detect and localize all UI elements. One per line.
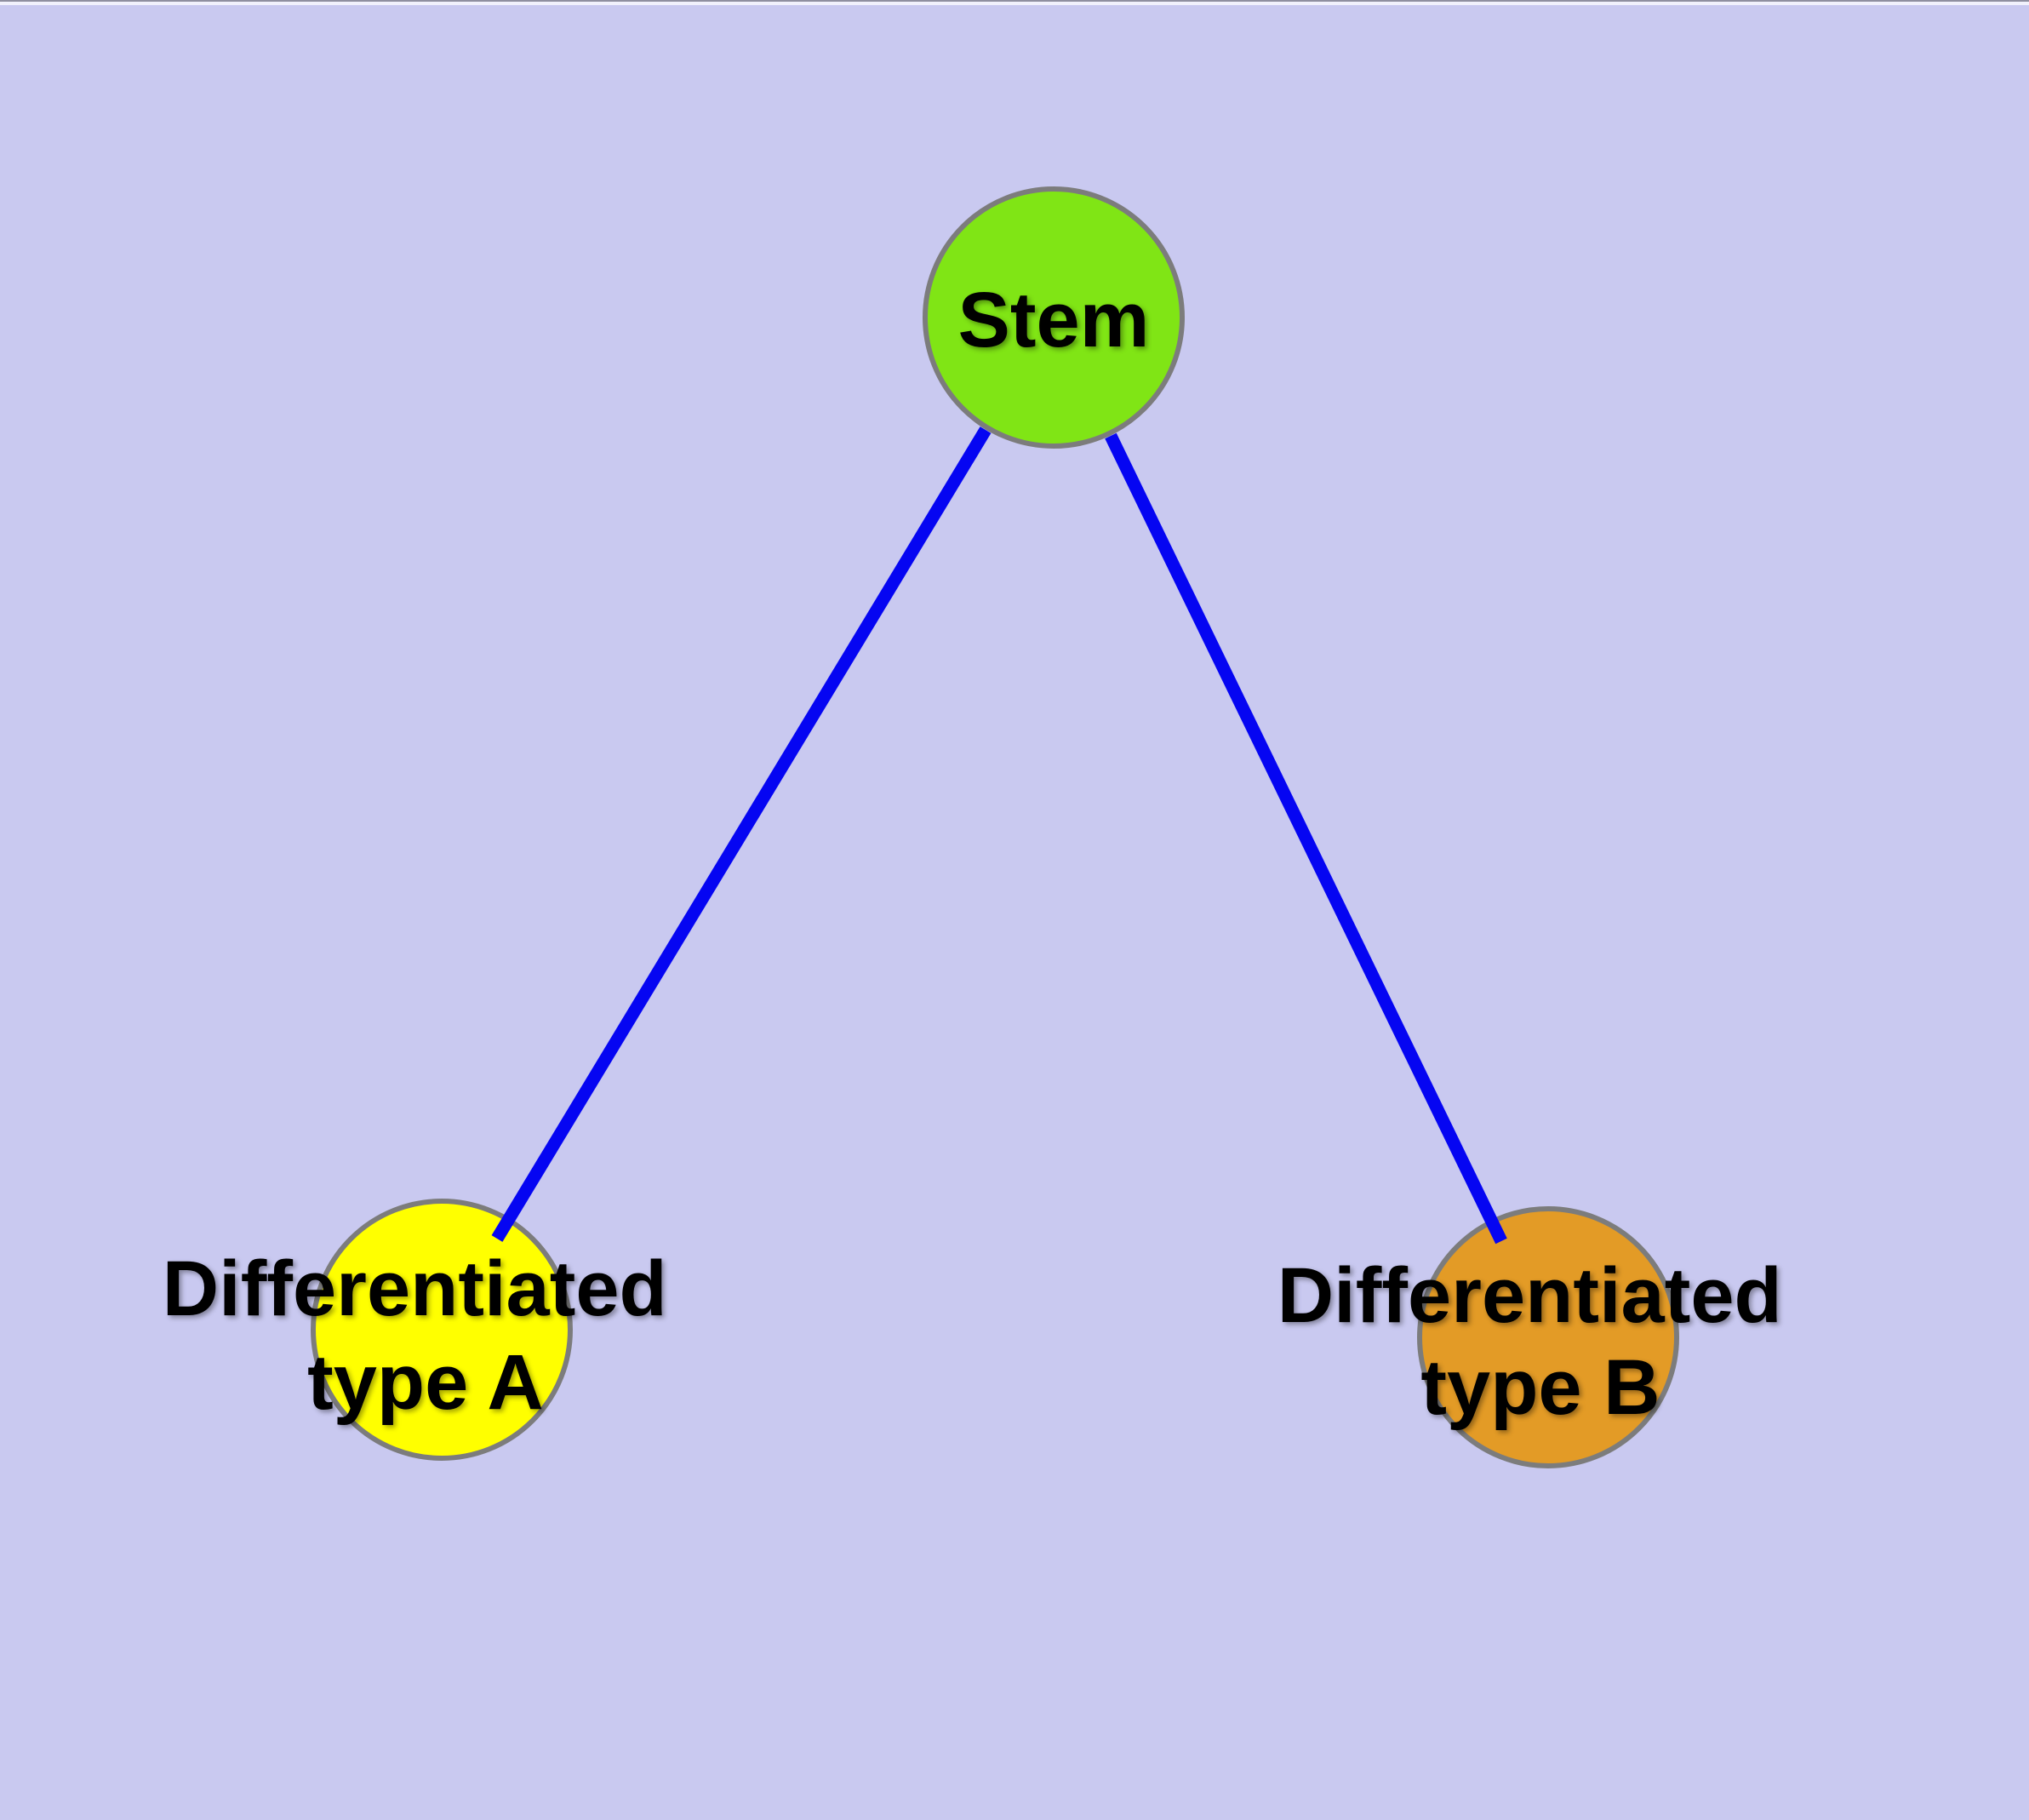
window-top-edge-line — [0, 0, 2029, 2]
window-top-edge-highlight — [0, 2, 2029, 5]
node-differentiated-type-b — [1417, 1206, 1679, 1468]
label-differentiated-type-a-line1: Differentiated — [163, 1245, 667, 1332]
label-differentiated-type-b-line2: type B — [1420, 1344, 1660, 1431]
label-differentiated-type-a-line2: type A — [307, 1339, 544, 1426]
label-differentiated-type-b-line1: Differentiated — [1277, 1252, 1782, 1339]
edge-stem-to-type-a — [491, 426, 992, 1242]
label-differentiated-type-b: Differentiated type B — [1277, 1252, 1804, 1431]
edge-stem-to-type-b — [1105, 432, 1507, 1245]
node-differentiated-type-a — [311, 1199, 573, 1461]
label-differentiated-type-a: Differentiated type A — [163, 1245, 689, 1426]
node-stem — [923, 186, 1185, 449]
label-stem: Stem — [958, 277, 1150, 363]
